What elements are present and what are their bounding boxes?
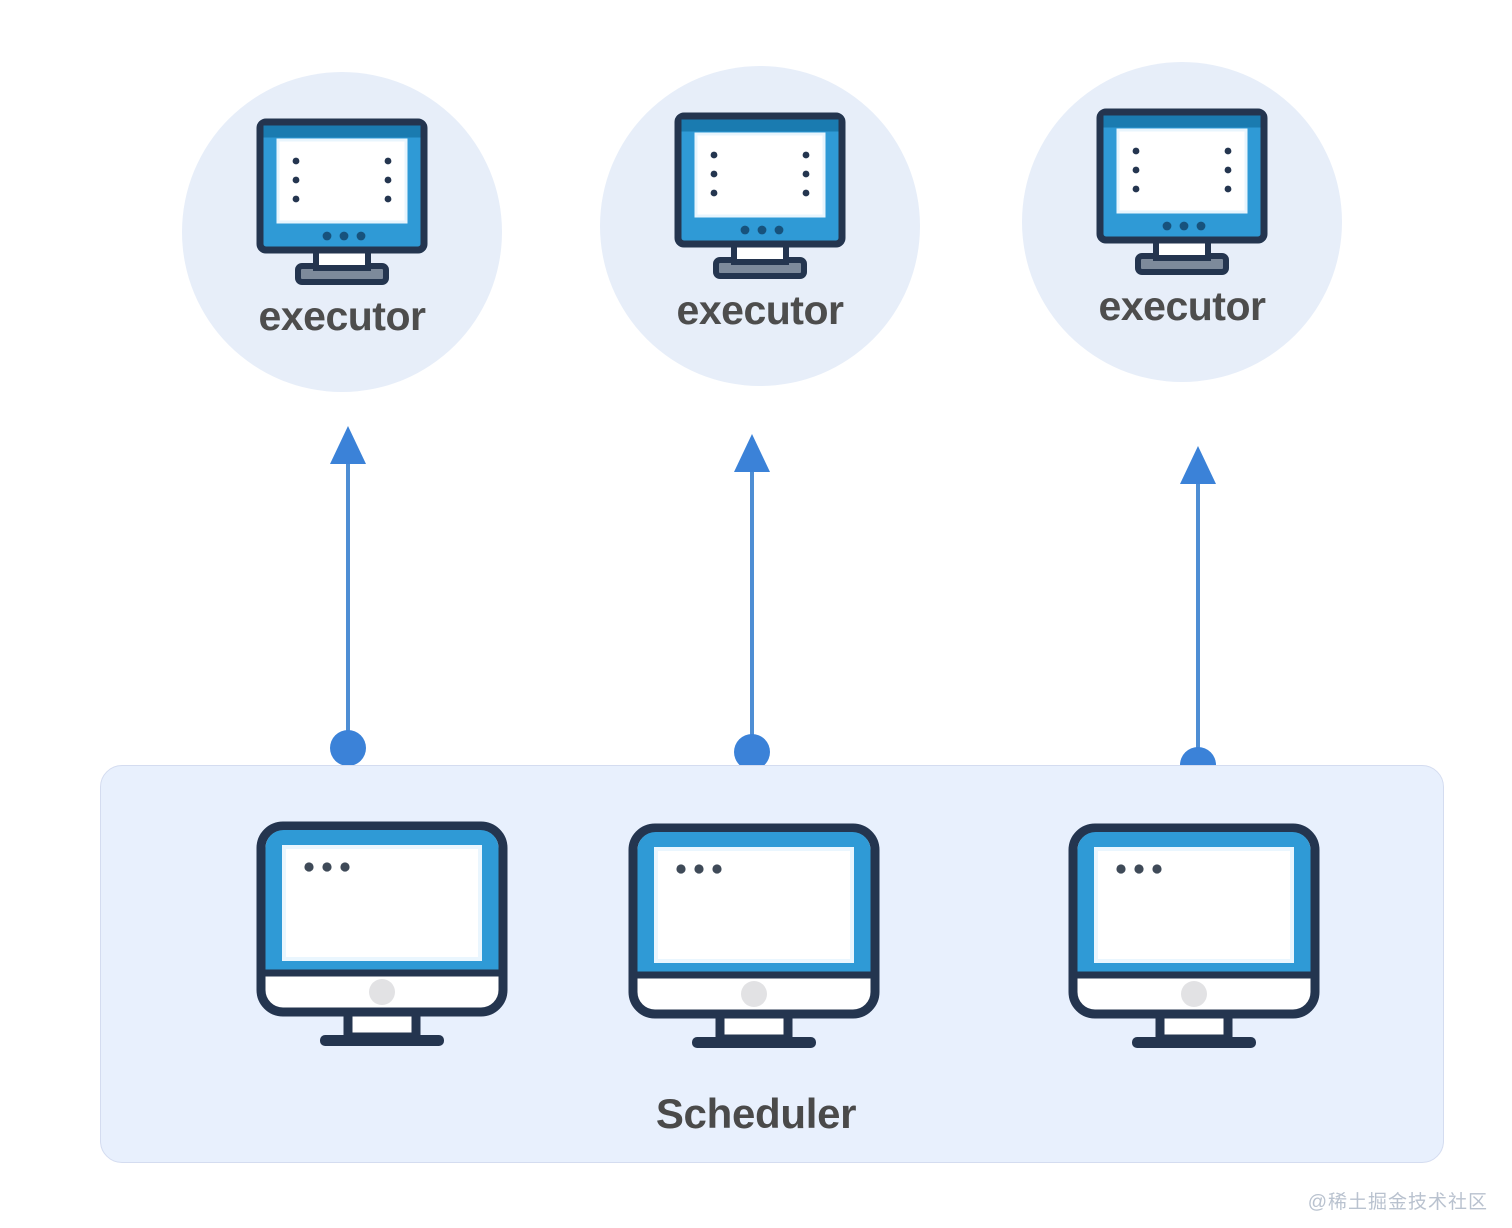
- scheduler-node-1[interactable]: [256, 821, 508, 1053]
- executor-label: executor: [676, 287, 844, 333]
- scheduler-node-3[interactable]: [1068, 823, 1320, 1055]
- scheduler-label: Scheduler: [655, 1090, 857, 1137]
- executor-label: executor: [258, 293, 426, 339]
- executor-node-2[interactable]: executor: [600, 66, 920, 386]
- scheduler-group[interactable]: [100, 765, 1444, 1163]
- watermark: @稀土掘金技术社区: [1307, 1192, 1488, 1213]
- connection-arrow-3: [1168, 444, 1228, 766]
- crt-monitor-icon: [1094, 104, 1270, 282]
- connection-source-dot-2: [734, 734, 770, 770]
- connection-source-dot-1: [330, 730, 366, 766]
- scheduler-node-2[interactable]: [628, 823, 880, 1055]
- executor-label: executor: [1098, 283, 1266, 329]
- crt-monitor-icon: [254, 114, 430, 292]
- executor-node-3[interactable]: executor: [1022, 62, 1342, 382]
- crt-monitor-icon: [672, 108, 848, 286]
- executor-node-1[interactable]: executor: [182, 72, 502, 392]
- connection-arrow-2: [722, 432, 782, 754]
- connection-arrow-1: [318, 424, 378, 754]
